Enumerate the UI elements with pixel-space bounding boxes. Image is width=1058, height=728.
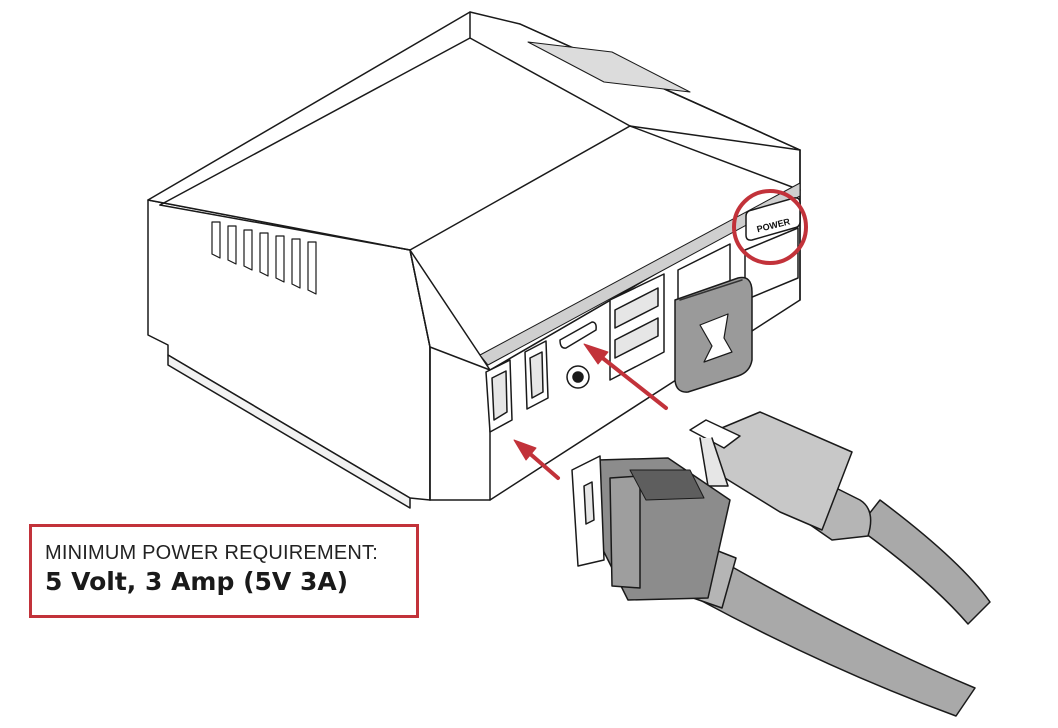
usb-dongle [674, 276, 753, 393]
arrows [513, 343, 668, 480]
power-button-highlight-circle [732, 189, 808, 265]
arrow-to-usb-c-port [583, 343, 668, 410]
power-requirement-box: MINIMUM POWER REQUIREMENT: 5 Volt, 3 Amp… [29, 524, 419, 618]
requirement-heading: MINIMUM POWER REQUIREMENT: [45, 542, 378, 564]
hdmi-cable [571, 455, 976, 717]
requirement-value: 5 Volt, 3 Amp (5V 3A) [45, 567, 349, 596]
usb-c-cable [689, 411, 991, 625]
arrow-to-hdmi-port [513, 439, 560, 480]
usb-c-port [559, 321, 597, 349]
power-button: POWER [732, 189, 808, 265]
